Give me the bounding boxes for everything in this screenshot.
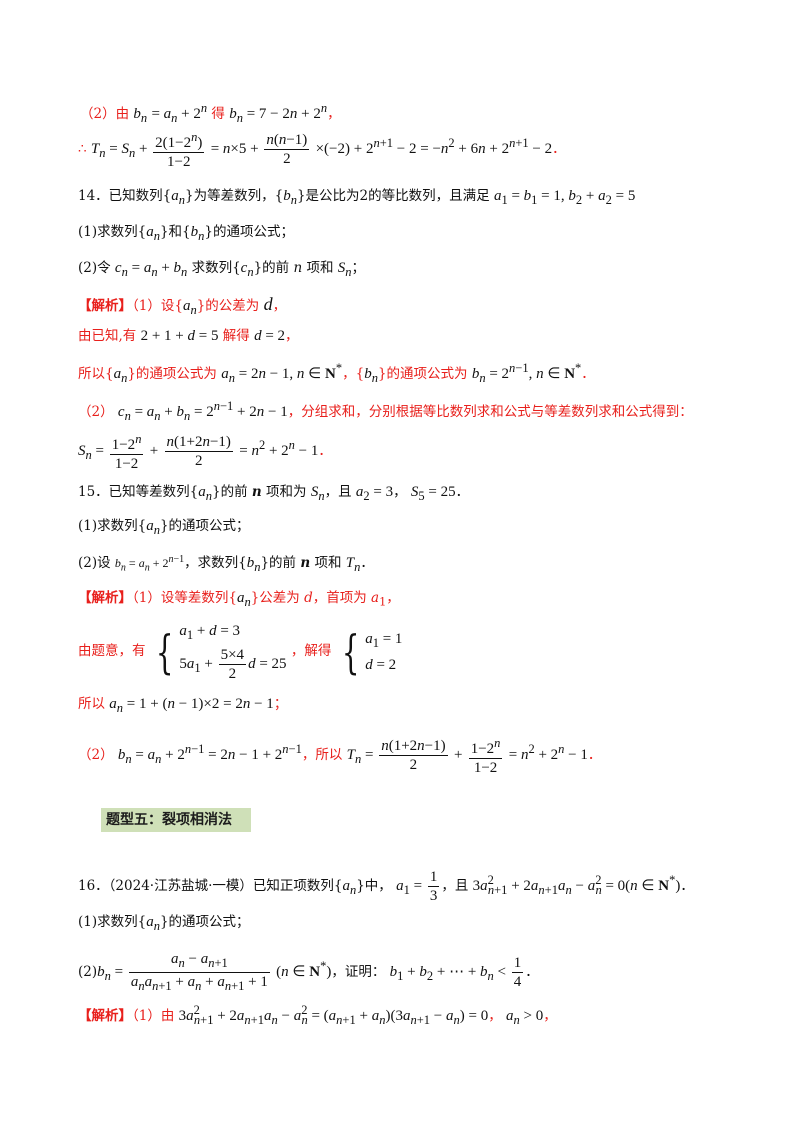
solution-line-2: ∴ Tn = Sn + 2(1−2n)1−2 = n×5 + n(n−1)2 ×… (78, 130, 566, 170)
section-banner: 题型五：裂项相消法 (101, 808, 251, 832)
question-15-part-1: (1)求数列{an}的通项公式； (78, 518, 250, 537)
text-solve: ，解得 (290, 643, 332, 659)
text-given: 由题意，有 (78, 643, 146, 659)
part-label: （2）由 (80, 106, 130, 122)
question-14-part-2: (2)令 cn = an + bn 求数列{cn}的前 n 项和 Sn； (78, 260, 366, 279)
answer-16-line-1: 【解析】（1）由 3a2n+1 + 2an+1an − a2n = (an+1 … (78, 1003, 557, 1027)
analysis-tag: 【解析】 (78, 590, 132, 606)
answer-14-line-4: （2） cn = an + bn = 2n−1 + 2n − 1，分组求和，分别… (78, 399, 693, 423)
analysis-tag: 【解析】 (78, 1008, 132, 1024)
question-15: 15．已知等差数列{an}的前 n 项和为 Sn，且 a2 = 3， S5 = … (78, 484, 470, 503)
question-14-part-1: (1)求数列{an}和{bn}的通项公式； (78, 224, 294, 243)
solution-line-1: （2）由 bn = an + 2n 得 bn = 7 − 2n + 2n， (80, 101, 341, 125)
question-14: 14．已知数列{an}为等差数列，{bn}是公比为2的等比数列，且满足 a1 =… (78, 188, 636, 207)
answer-15-line-1: 【解析】（1）设等差数列{an}公差为 d，首项为 a1， (78, 590, 400, 609)
answer-14-line-2: 由已知,有 2 + 1 + d = 5 解得 d = 2， (78, 328, 299, 344)
answer-15-line-4: （2） bn = an + 2n−1 = 2n − 1 + 2n−1，所以 Tn… (78, 736, 602, 776)
answer-15-line-3: 所以 an = 1 + (n − 1)×2 = 2n − 1； (78, 696, 288, 715)
question-16-part-1: (1)求数列{an}的通项公式； (78, 914, 250, 933)
analysis-tag: 【解析】 (78, 298, 132, 314)
question-15-part-2: (2)设 bn = an + 2n−1，求数列{bn}的前 n 项和 Tn． (78, 554, 374, 574)
answer-14-line-1: 【解析】（1）设{an}的公差为 d， (78, 294, 287, 317)
answer-14-line-3: 所以{an}的通项公式为 an = 2n − 1, n ∈ N*，{bn}的通项… (78, 361, 595, 385)
